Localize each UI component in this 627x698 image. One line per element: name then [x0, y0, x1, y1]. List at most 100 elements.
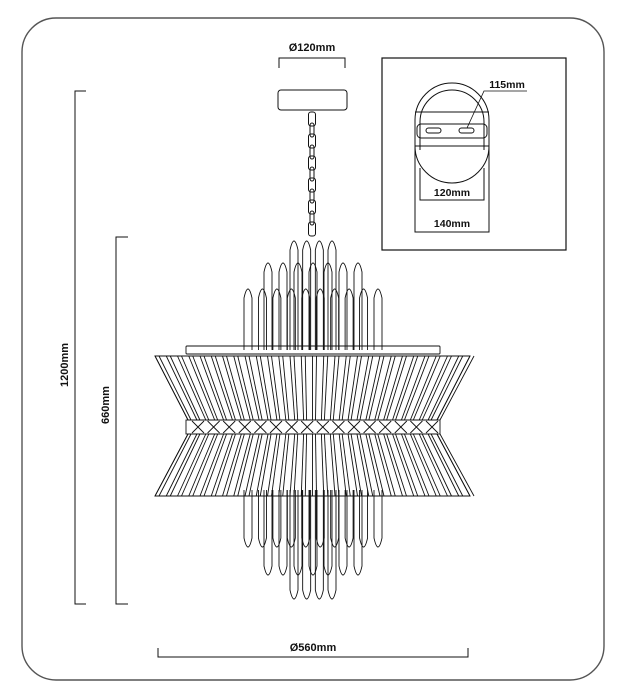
crystal-prism	[439, 433, 475, 497]
crystal-prism	[210, 433, 233, 497]
canopy-top-view	[414, 82, 490, 160]
crystal-prism	[356, 355, 370, 421]
crystal-rod	[373, 490, 383, 548]
suspension-chain	[308, 111, 316, 237]
crystal-rod	[338, 490, 348, 576]
crystal-prism	[165, 433, 198, 497]
crystal-prism	[383, 433, 403, 497]
crystal-prism	[289, 355, 296, 421]
crystal-prism	[320, 355, 325, 421]
band-crystal	[410, 420, 423, 434]
crystal-rod	[302, 490, 312, 600]
band-crystal	[316, 420, 330, 434]
mounting-slot-right	[458, 127, 475, 134]
crystal-prism	[374, 355, 392, 421]
crystal-prism	[315, 433, 317, 497]
crystal-prism	[377, 433, 396, 497]
crystal-rod	[308, 490, 318, 576]
hole-spacing-label: 115mm	[489, 79, 525, 91]
crystal-prism	[323, 355, 329, 421]
crystal-prism	[412, 355, 441, 421]
crystal-prism	[214, 355, 236, 421]
crystal-prism	[222, 355, 242, 421]
drawing-frame	[21, 17, 605, 681]
chain-link	[308, 177, 316, 193]
crystal-prism	[267, 355, 278, 421]
crystal-rod	[278, 490, 288, 576]
crystal-prism	[341, 355, 351, 421]
crystal-prism	[421, 433, 452, 497]
crystal-prism	[255, 355, 269, 421]
crystal-prism	[374, 433, 392, 497]
crystal-prism	[169, 355, 201, 421]
crystal-prism	[300, 355, 305, 421]
crystal-prism	[271, 355, 281, 421]
crystal-rod	[327, 240, 337, 350]
crystal-rod	[289, 240, 299, 350]
chain-link	[309, 166, 315, 182]
crystal-rod	[353, 262, 363, 350]
crystal-rod	[293, 262, 303, 350]
crystal-prism	[395, 433, 419, 497]
crystal-prism	[237, 355, 254, 421]
crystal-prism	[347, 355, 358, 421]
crystal-rod	[278, 262, 288, 350]
crystal-prism	[386, 433, 407, 497]
crystal-rod	[243, 490, 253, 548]
crystal-rod	[286, 288, 296, 350]
band-crystal	[207, 420, 220, 434]
crystal-prism	[439, 355, 475, 421]
crystal-prism	[315, 355, 317, 421]
crystal-rod	[373, 288, 383, 350]
crystal-prism	[401, 433, 426, 497]
inner-width-label: 120mm	[434, 187, 470, 199]
crystal-prism	[383, 355, 403, 421]
crystal-prism	[350, 355, 362, 421]
crystal-prism	[169, 433, 201, 497]
crystal-rod	[263, 490, 273, 576]
crystal-rod	[315, 490, 325, 548]
crystal-prism	[430, 355, 464, 421]
body-height-dimension: 660mm	[100, 236, 128, 605]
top-ring	[185, 345, 441, 355]
crystal-prism	[282, 433, 290, 497]
crystal-prism	[418, 433, 448, 497]
body-diameter-label: Ø560mm	[290, 642, 337, 654]
crystal-prism	[323, 433, 329, 497]
band-crystal	[394, 420, 408, 434]
crystal-prism	[214, 433, 236, 497]
crystal-prism	[165, 355, 198, 421]
crystal-prism	[329, 355, 336, 421]
crystal-prism	[181, 355, 210, 421]
crystal-prism	[368, 433, 385, 497]
crystal-prism	[365, 355, 381, 421]
crystal-prism	[350, 433, 362, 497]
crystal-rod	[257, 288, 267, 350]
crystal-prism	[427, 355, 460, 421]
crystal-prism	[341, 433, 351, 497]
crystal-rod	[359, 490, 369, 548]
crystal-prism	[300, 433, 305, 497]
crystal-rod	[301, 490, 311, 548]
band-crystal	[347, 420, 361, 434]
crystal-prism	[192, 433, 219, 497]
crystal-prism	[233, 355, 251, 421]
crystal-rod	[330, 490, 340, 548]
crystal-prism	[401, 355, 426, 421]
total-height-label: 1200mm	[59, 343, 71, 387]
crystal-prism	[404, 433, 430, 497]
crystal-prism	[192, 355, 219, 421]
crystal-prism	[222, 433, 242, 497]
crystal-rod	[323, 490, 333, 576]
crystal-rod	[359, 288, 369, 350]
chain-link	[308, 199, 316, 215]
crystal-prism	[259, 355, 272, 421]
crystal-rod	[272, 490, 282, 548]
crystal-prism	[332, 355, 340, 421]
chain-link	[308, 111, 316, 127]
chain-link	[308, 155, 316, 171]
crystal-prism	[255, 433, 269, 497]
crystal-rod	[327, 490, 337, 600]
crystal-prism	[199, 355, 224, 421]
crystal-rod	[272, 288, 282, 350]
